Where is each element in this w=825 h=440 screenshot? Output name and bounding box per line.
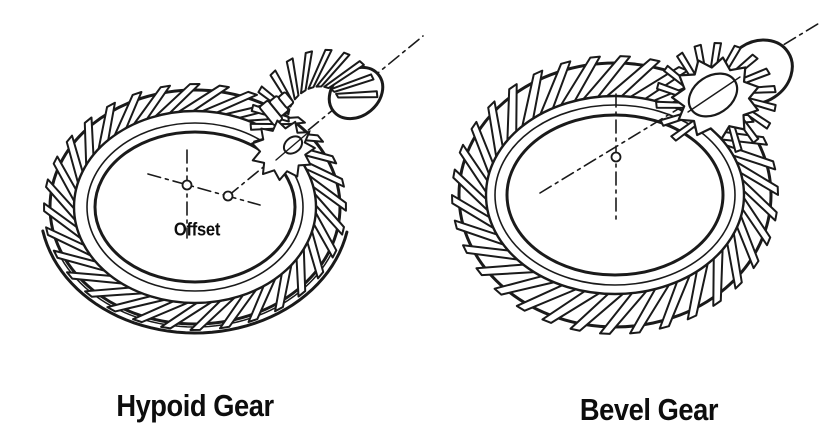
bevel-gear-label: Bevel Gear xyxy=(579,392,719,427)
hypoid-axis-lines xyxy=(147,35,424,239)
hypoid-pinion xyxy=(249,48,385,182)
hypoid-ring-center-mark xyxy=(181,179,193,191)
hypoid-gear-label: Hypoid Gear xyxy=(116,388,274,423)
bevel-center-mark xyxy=(610,151,622,163)
bevel-pinion xyxy=(655,38,794,153)
hypoid-ring-gear xyxy=(41,83,349,335)
offset-label: Offset xyxy=(173,219,221,240)
hypoid-pinion-axis-mark xyxy=(222,190,234,202)
